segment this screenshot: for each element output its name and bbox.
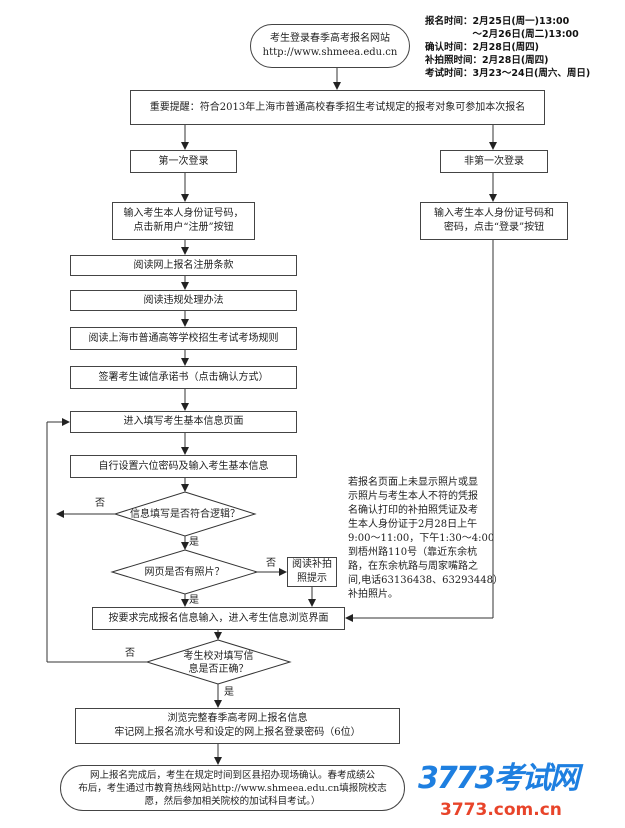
photo-note-line: 路，在东余杭路与周家嘴路之	[348, 561, 478, 572]
start-title: 考生登录春季高考报名网站	[270, 33, 390, 44]
watermark-url: 3773.com.cn	[440, 800, 562, 820]
step-read-violations: 阅读违规处理办法	[70, 290, 297, 311]
step-enter-info-page: 进入填写考生基本信息页面	[70, 411, 297, 433]
final-line1: 网上报名完成后，考生在规定时间到区县招办现场确认。春考成绩公	[89, 769, 375, 781]
other-input-line2: 密码，点击“登录”按钮	[443, 222, 545, 233]
final-node: 网上报名完成后，考生在规定时间到区县招办现场确认。春考成绩公 布后，考生通过市教…	[60, 765, 405, 811]
label-no-photo: 否	[266, 558, 276, 569]
read-photo-tip-line2: 照提示	[297, 573, 327, 584]
photo-note-line: 示照片与考生本人不符的凭报	[348, 491, 478, 502]
schedule-register: 报名时间：2月25日(周一)13:00	[425, 16, 570, 27]
decision-correct: 考生校对填写信 息是否正确？	[147, 649, 290, 677]
label-yes-correct: 是	[224, 687, 234, 698]
label-no-logic: 否	[95, 498, 105, 509]
schedule-exam: 考试时间：3月23～24日(周六、周日)	[425, 68, 591, 79]
start-url: http://www.shmeea.edu.cn	[262, 47, 398, 58]
label-no-correct: 否	[125, 648, 135, 659]
photo-note-line: 名确认打印的补拍照凭证及考	[348, 505, 478, 516]
decision-logic: 信息填写是否符合逻辑？	[130, 508, 240, 520]
photo-note-line: 到梧州路110号（靠近东余杭	[348, 547, 478, 558]
photo-note-line: 间,电话63136438、63293448）	[348, 575, 503, 586]
photo-note-line: 9:00～11:00，下午1:30～4:00	[348, 533, 495, 544]
first-input-box: 输入考生本人身份证号码， 点击新用户“注册”按钮	[112, 202, 255, 240]
schedule-info: 报名时间：2月25日(周一)13:00 ～2月26日(周二)13:00 确认时间…	[425, 15, 590, 80]
photo-note: 若报名页面上未显示照片或显 示照片与考生本人不符的凭报 名确认打印的补拍照凭证及…	[348, 476, 503, 602]
first-login-box: 第一次登录	[130, 150, 237, 173]
watermark-logo: 3773考试网	[418, 761, 579, 796]
schedule-photo: 补拍照时间：2月28日(周四)	[425, 55, 549, 66]
photo-note-line: 若报名页面上未显示照片或显	[348, 477, 478, 488]
browse-line2: 牢记网上报名流水号和设定的网上报名登录密码（6位）	[114, 727, 361, 738]
notice-box: 重要提醒：符合2013年上海市普通高校春季招生考试规定的报考对象可参加本次报名	[130, 90, 545, 125]
other-input-line1: 输入考生本人身份证号码和	[434, 208, 554, 219]
decision-correct-line1: 考生校对填写信	[183, 651, 254, 662]
other-input-box: 输入考生本人身份证号码和 密码，点击“登录”按钮	[420, 202, 568, 240]
photo-note-line: 生本人身份证于2月28日上午	[348, 519, 478, 530]
step-sign-pledge: 签署考生诚信承诺书（点击确认方式）	[70, 366, 297, 389]
schedule-register-end: ～2月26日(周二)13:00	[425, 29, 579, 40]
step-read-terms: 阅读网上报名注册条款	[70, 255, 297, 276]
read-photo-tip-box: 阅读补拍 照提示	[287, 557, 337, 587]
browse-line1: 浏览完整春季高考网上报名信息	[167, 713, 308, 724]
first-input-line2: 点击新用户“注册”按钮	[133, 222, 234, 233]
step-read-rules: 阅读上海市普通高等学校招生考试考场规则	[70, 327, 297, 350]
decision-photo: 网页是否有照片？	[144, 566, 225, 578]
label-yes-logic: 是	[189, 537, 199, 548]
complete-input-box: 按要求完成报名信息输入，进入考生信息浏览界面	[92, 607, 345, 630]
start-node: 考生登录春季高考报名网站 http://www.shmeea.edu.cn	[250, 24, 410, 68]
label-yes-photo: 是	[189, 595, 199, 606]
browse-box: 浏览完整春季高考网上报名信息 牢记网上报名流水号和设定的网上报名登录密码（6位）	[75, 708, 400, 744]
read-photo-tip-line1: 阅读补拍	[292, 559, 332, 570]
photo-note-line: 补拍照片。	[348, 589, 398, 600]
final-line3: 愿，然后参加相关院校的加试科目考试。）	[144, 795, 321, 807]
first-input-line1: 输入考生本人身份证号码，	[123, 208, 244, 219]
final-line2: 布后，考生通过市教育热线网站http://www.shmeea.edu.cn填报…	[78, 782, 387, 794]
not-first-login-box: 非第一次登录	[440, 150, 548, 173]
step-set-password: 自行设置六位密码及输入考生基本信息	[70, 455, 297, 478]
schedule-confirm: 确认时间：2月28日(周四)	[425, 42, 540, 53]
decision-correct-line2: 息是否正确？	[188, 664, 249, 675]
